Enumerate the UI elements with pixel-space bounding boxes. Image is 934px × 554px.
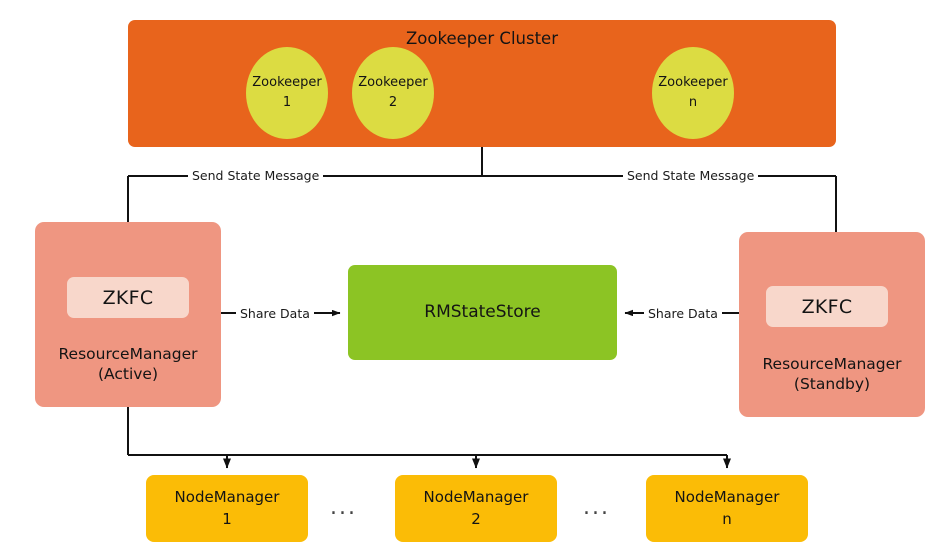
edge-label-share-data-right: Share Data xyxy=(644,306,722,321)
zookeeper-cluster-title: Zookeeper Cluster xyxy=(406,29,558,48)
zkfc-standby-label: ZKFC xyxy=(801,295,853,318)
nodemanager-label: NodeManager 2 xyxy=(423,487,529,528)
nodemanager-ellipsis-2: ... xyxy=(583,495,610,520)
nodemanager-ellipsis-1: ... xyxy=(330,495,357,520)
resource-manager-standby-label: ResourceManager (Standby) xyxy=(762,355,902,394)
zkfc-active[interactable]: ZKFC xyxy=(67,277,189,318)
zkfc-standby[interactable]: ZKFC xyxy=(766,286,888,327)
edge-label-send-state-message-right: Send State Message xyxy=(623,168,759,183)
resource-manager-active-label: ResourceManager (Active) xyxy=(58,345,198,384)
rmstatestore-label: RMStateStore xyxy=(424,301,541,322)
zookeeper-node-1[interactable]: Zookeeper 1 xyxy=(246,47,328,139)
nodemanager-label: NodeManager n xyxy=(674,487,780,528)
nodemanager-2[interactable]: NodeManager 2 xyxy=(395,475,557,542)
zookeeper-node-2[interactable]: Zookeeper 2 xyxy=(352,47,434,139)
zookeeper-node-n[interactable]: Zookeeper n xyxy=(652,47,734,139)
nodemanager-n[interactable]: NodeManager n xyxy=(646,475,808,542)
zookeeper-node-label: Zookeeper n xyxy=(658,74,728,110)
nodemanager-1[interactable]: NodeManager 1 xyxy=(146,475,308,542)
edge-label-send-state-message-left: Send State Message xyxy=(188,168,324,183)
zookeeper-node-label: Zookeeper 1 xyxy=(252,74,322,110)
zookeeper-node-label: Zookeeper 2 xyxy=(358,74,428,110)
rmstatestore-box[interactable]: RMStateStore xyxy=(348,265,617,360)
edge-label-share-data-left: Share Data xyxy=(236,306,314,321)
zkfc-active-label: ZKFC xyxy=(102,286,154,309)
nodemanager-label: NodeManager 1 xyxy=(174,487,280,528)
